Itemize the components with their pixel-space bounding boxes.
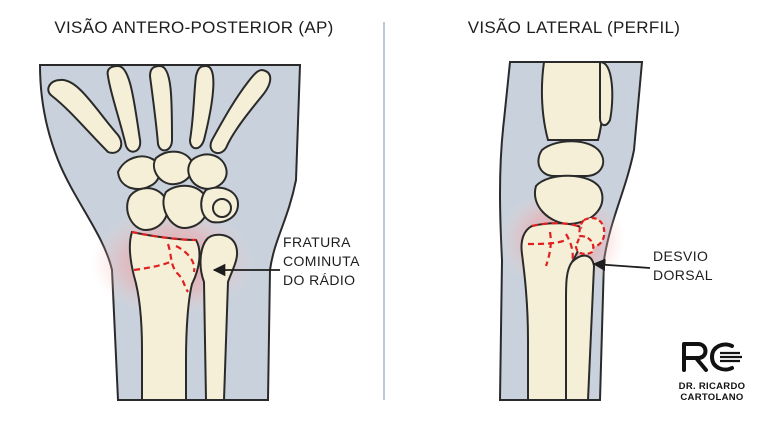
rc-monogram-logo — [682, 342, 742, 372]
fracture-label-line: COMINUTA — [283, 253, 360, 269]
deviation-label-line: DESVIO — [653, 248, 709, 264]
ap-view — [38, 64, 302, 401]
lateral-ulna — [565, 254, 596, 401]
deviation-label: DESVIO DORSAL — [653, 247, 713, 285]
fracture-label-line: DO RÁDIO — [283, 272, 356, 288]
lateral-fracture-lines — [527, 222, 583, 267]
ap-metacarpals — [47, 64, 272, 155]
lateral-view-title: VISÃO LATERAL (PERFIL) — [467, 18, 681, 37]
author-name: DR. RICARDO CARTOLANO — [672, 381, 752, 403]
deviation-arrow — [592, 258, 651, 272]
author-name-line: DR. RICARDO — [678, 381, 746, 392]
ap-view-title: VISÃO ANTERO-POSTERIOR (AP) — [54, 18, 334, 37]
author-logo: DR. RICARDO CARTOLANO — [672, 340, 752, 403]
lateral-view — [498, 60, 644, 401]
lateral-fragments — [574, 216, 606, 256]
fracture-label: FRATURA COMINUTA DO RÁDIO — [283, 233, 360, 290]
lateral-hand-bones — [533, 60, 614, 226]
ap-carpals — [116, 150, 240, 232]
deviation-label-line: DORSAL — [653, 267, 713, 283]
author-name-line: CARTOLANO — [680, 392, 744, 403]
ap-fracture-lines — [131, 230, 197, 293]
fracture-label-line: FRATURA — [283, 234, 351, 250]
